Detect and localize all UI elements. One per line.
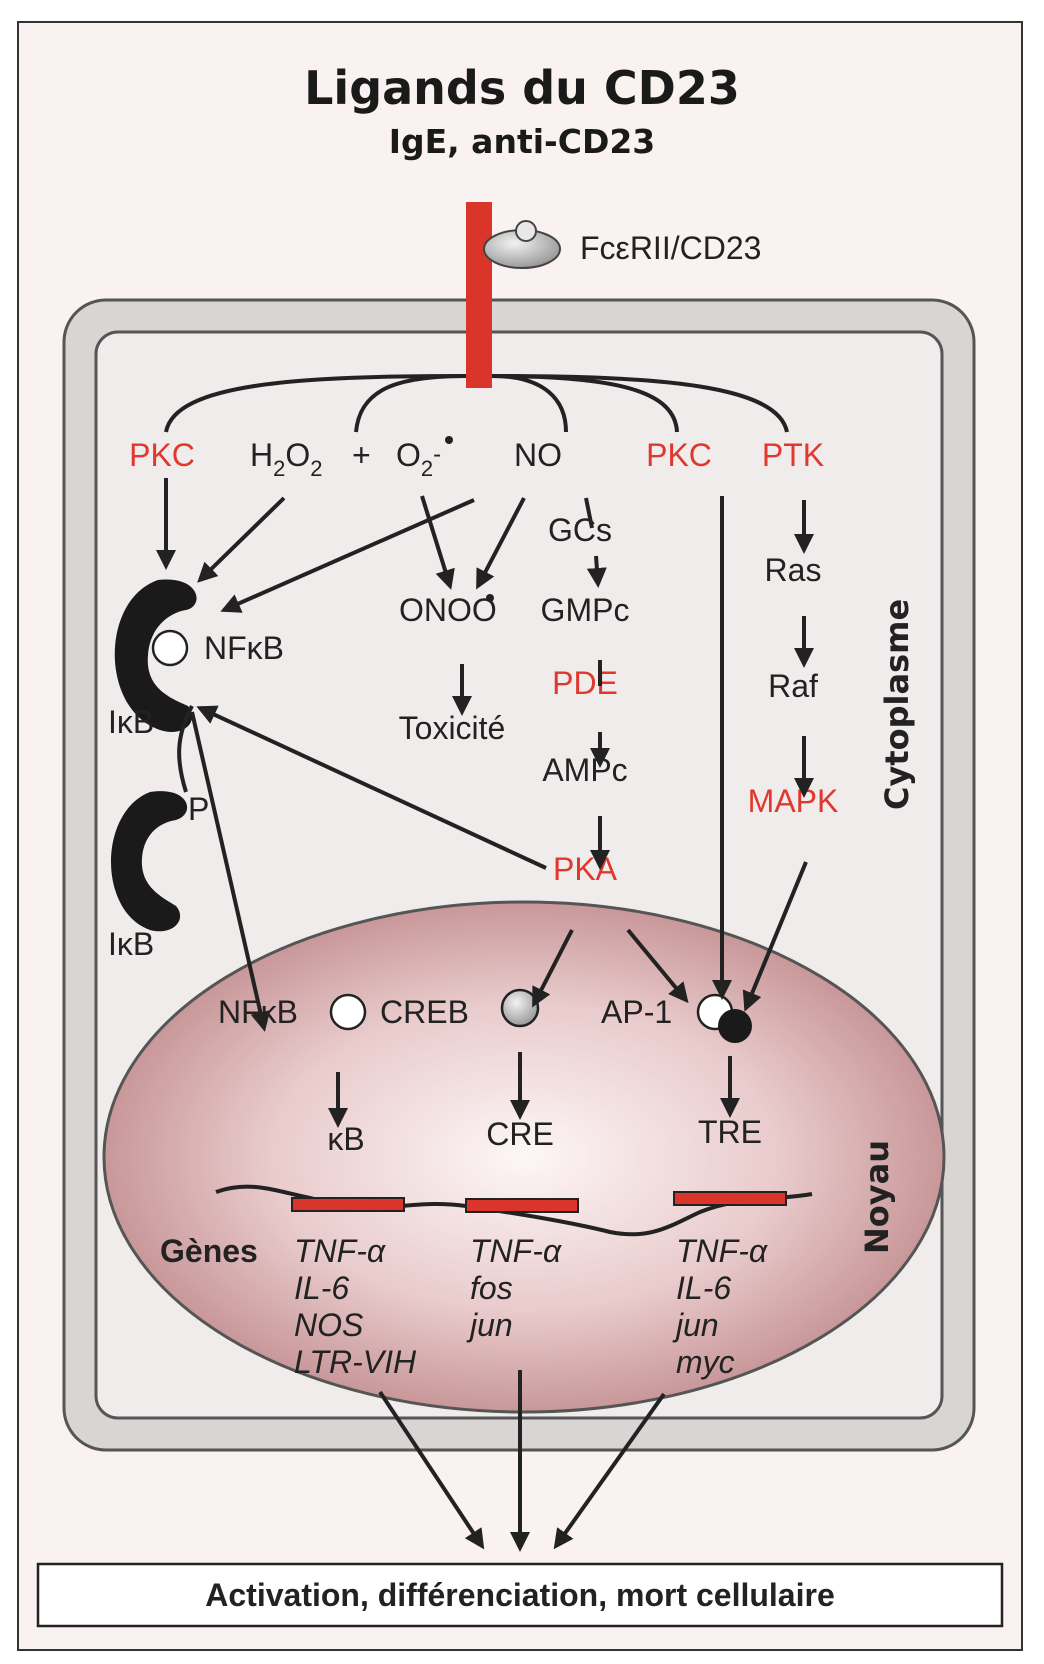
diagram-title: Ligands du CD23 bbox=[304, 61, 740, 115]
arrow-superoxide-to-onoo bbox=[420, 495, 455, 590]
gene-item: jun bbox=[672, 1307, 719, 1343]
gene-item: TNF-α bbox=[676, 1233, 768, 1269]
h2o2-label: H2O2 bbox=[250, 437, 323, 481]
ikb-bottom-label: IκB bbox=[108, 926, 154, 962]
mapk-label: MAPK bbox=[748, 783, 839, 819]
tre-element-box bbox=[673, 1191, 787, 1206]
pde-label: PDE bbox=[552, 665, 618, 701]
cytoplasm-label: Cytoplasme bbox=[878, 599, 916, 810]
arrow-nfkb-to-nucleus bbox=[190, 711, 271, 1032]
pkc-right-label: PKC bbox=[646, 437, 712, 473]
gcs-label: GCs bbox=[548, 512, 612, 548]
gene-item: jun bbox=[466, 1307, 513, 1343]
kb-element-label: κB bbox=[327, 1121, 364, 1157]
receptor-ligand-ball-icon bbox=[515, 220, 537, 242]
creb-label: CREB bbox=[380, 994, 469, 1030]
arrow-tre-genes-to-outcome bbox=[553, 1392, 666, 1550]
cre-element-label: CRE bbox=[486, 1116, 554, 1152]
onoo-radical-dot-icon bbox=[486, 594, 494, 602]
receptor-bar bbox=[466, 202, 492, 388]
genes-kb-list: TNF-α IL-6 NOS LTR-VIH bbox=[294, 1233, 417, 1380]
nfkb-cytoplasm-circle-icon bbox=[151, 629, 189, 667]
arrow-pka-to-ikb bbox=[196, 705, 547, 870]
cre-element-box bbox=[465, 1198, 579, 1213]
ikb-top-label: IκB bbox=[108, 704, 154, 740]
arrow-h2o2-to-ikb bbox=[197, 496, 286, 583]
gmpc-label: GMPc bbox=[541, 592, 630, 628]
gene-item: IL-6 bbox=[676, 1270, 731, 1306]
ap1-label: AP-1 bbox=[601, 994, 672, 1030]
plus-sign: + bbox=[352, 437, 371, 473]
arrow-superoxide-to-ikb bbox=[220, 498, 475, 613]
no-label: NO bbox=[514, 437, 562, 473]
arrow-mapk-to-ap1 bbox=[742, 861, 808, 1012]
gene-item: NOS bbox=[294, 1307, 363, 1343]
gene-item: LTR-VIH bbox=[294, 1344, 417, 1380]
kb-element-box bbox=[291, 1197, 405, 1212]
ikb-top-shape-icon bbox=[114, 579, 197, 732]
nucleus bbox=[102, 900, 946, 1414]
gene-item: fos bbox=[470, 1270, 513, 1306]
creb-circle-icon bbox=[500, 988, 540, 1028]
outcome-label: Activation, différenciation, mort cellul… bbox=[205, 1577, 834, 1613]
nfkb-nucleus-circle-icon bbox=[329, 993, 367, 1031]
raf-label: Raf bbox=[768, 668, 818, 704]
arrow-gcs-to-gmpc bbox=[586, 555, 607, 588]
genes-cre-list: TNF-α fos jun bbox=[466, 1233, 562, 1343]
pka-label: PKA bbox=[553, 851, 618, 887]
arrow-no-to-onoo bbox=[476, 497, 526, 590]
nfkb-cytoplasm-label: NFκB bbox=[204, 630, 284, 666]
onoo-label: ONOO bbox=[399, 592, 497, 628]
phospho-label: P bbox=[188, 791, 209, 827]
genes-tre-list: TNF-α IL-6 jun myc bbox=[672, 1233, 768, 1380]
outcome-box bbox=[36, 1562, 1004, 1628]
arrow-pka-to-ap1 bbox=[626, 928, 689, 1004]
toxicite-label: Toxicité bbox=[399, 710, 506, 746]
pkc-left-label: PKC bbox=[129, 437, 195, 473]
line-no-to-gcs bbox=[584, 497, 594, 529]
gene-item: myc bbox=[676, 1344, 735, 1380]
tre-element-label: TRE bbox=[698, 1114, 762, 1150]
genes-label: Gènes bbox=[160, 1233, 258, 1269]
nucleus-label: Noyau bbox=[858, 1140, 896, 1254]
arrow-pka-to-creb bbox=[532, 929, 574, 1008]
ampc-label: AMPc bbox=[542, 752, 627, 788]
gene-item: IL-6 bbox=[294, 1270, 349, 1306]
ptk-label: PTK bbox=[762, 437, 824, 473]
superoxide-label: O2- bbox=[396, 437, 441, 481]
gene-item: TNF-α bbox=[294, 1233, 386, 1269]
ikb-degradation-curve bbox=[177, 705, 194, 793]
pathway-arrows bbox=[156, 478, 814, 1552]
gene-item: TNF-α bbox=[470, 1233, 562, 1269]
receptor-signal-branches bbox=[164, 374, 789, 433]
diagram-subtitle: IgE, anti-CD23 bbox=[389, 122, 656, 161]
receptor-label: FcεRII/CD23 bbox=[580, 230, 761, 266]
ap1-jun-circle-icon bbox=[718, 1009, 752, 1043]
arrow-kb-genes-to-outcome bbox=[378, 1390, 485, 1550]
radical-dot-icon bbox=[445, 436, 453, 444]
ikb-bottom-shape-icon bbox=[111, 791, 188, 932]
ras-label: Ras bbox=[765, 552, 822, 588]
